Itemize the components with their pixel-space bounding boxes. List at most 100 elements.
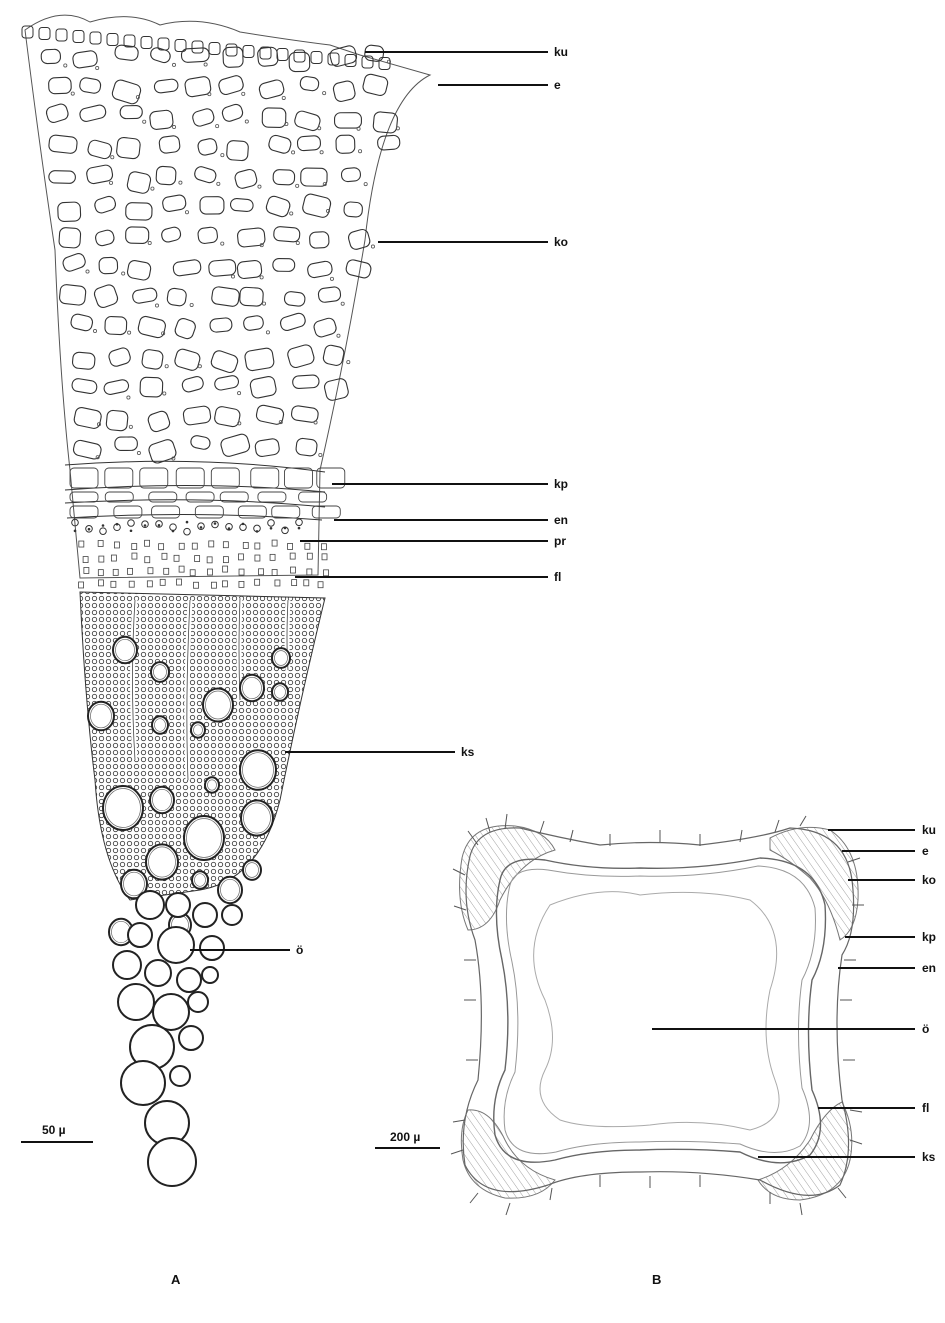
pith-outline xyxy=(534,892,779,1130)
label-a-pr: pr xyxy=(554,534,566,548)
xylem-vessel xyxy=(88,702,114,731)
label-a-fl: fl xyxy=(554,570,561,584)
epidermal-hair xyxy=(550,1188,552,1200)
panel-b-leaders xyxy=(652,830,915,1157)
intercellular-space xyxy=(347,360,350,363)
pericycle-cell-dot xyxy=(228,527,231,530)
xylem-vessel xyxy=(218,877,242,903)
epidermal-hair xyxy=(800,816,806,826)
label-b-fl: fl xyxy=(922,1101,929,1115)
pith-cell xyxy=(145,960,171,986)
panel-b-drawing xyxy=(375,814,915,1215)
pith-cell xyxy=(158,927,194,963)
phloem-cell xyxy=(211,582,216,588)
pith-cell xyxy=(148,1138,196,1186)
intercellular-space xyxy=(371,245,374,248)
phloem-cell xyxy=(292,580,297,586)
panel-letter-a: A xyxy=(171,1272,180,1287)
xylem-vessel xyxy=(240,750,276,790)
pith-cell xyxy=(121,1061,165,1105)
scale-bar-a-text: 50 µ xyxy=(42,1123,66,1137)
phloem-cell xyxy=(98,580,103,586)
epidermal-hair xyxy=(850,1110,862,1112)
label-b-ku: ku xyxy=(922,823,936,837)
pith-cell xyxy=(128,923,152,947)
scale-bar-b-text: 200 µ xyxy=(390,1130,420,1144)
xylem-vessel xyxy=(241,800,273,835)
pericycle-cell-dot xyxy=(270,527,273,530)
pericycle-cell-dot xyxy=(130,529,133,532)
pericycle-cell-dot xyxy=(242,523,245,526)
pith-cell xyxy=(177,968,201,992)
label-a-kp: kp xyxy=(554,477,568,491)
phloem-cell xyxy=(147,581,152,587)
pericycle-cell-dot xyxy=(214,522,217,525)
xylem-vessel xyxy=(240,675,264,701)
label-b-ko: ko xyxy=(922,873,936,887)
cortex-lobe-top-right xyxy=(770,827,858,940)
pericycle-cell-dot xyxy=(158,524,161,527)
label-b-ks: ks xyxy=(922,1150,935,1164)
epidermal-hair xyxy=(838,1188,846,1198)
xylem-vessel xyxy=(184,816,224,860)
phloem-cell xyxy=(222,581,227,587)
label-a-en: en xyxy=(554,513,568,527)
pericycle-cell-dot xyxy=(88,528,91,531)
pericycle-cell-dot xyxy=(298,527,301,530)
phloem-cell xyxy=(111,581,116,587)
label-a-ku: ku xyxy=(554,45,568,59)
pith-cell xyxy=(200,936,224,960)
pith-cell xyxy=(188,992,208,1012)
cortex-lobe-bottom-right xyxy=(758,1102,852,1200)
phloem-cell xyxy=(255,579,260,585)
epidermal-hair xyxy=(775,820,779,832)
pith-cell xyxy=(222,905,242,925)
xylem-vessel xyxy=(146,844,178,879)
pericycle-cell-dot xyxy=(186,521,189,524)
phloem-cell xyxy=(324,570,329,576)
pith-cell xyxy=(179,1026,203,1050)
pith-cell xyxy=(202,967,218,983)
phloem-cell xyxy=(177,579,182,585)
pericycle-cell-dot xyxy=(144,524,147,527)
label-a-ko: ko xyxy=(554,235,568,249)
xylem-vessel xyxy=(113,637,137,663)
label-b-en: en xyxy=(922,961,936,975)
label-b-pith: ö xyxy=(922,1022,929,1036)
endodermis-ring xyxy=(494,858,826,1163)
epidermal-hair xyxy=(740,830,742,842)
phloem-cell xyxy=(193,582,198,588)
pith-cell xyxy=(136,891,164,919)
pith-cell xyxy=(170,1066,190,1086)
epidermal-hair xyxy=(506,1203,510,1215)
label-b-e: e xyxy=(922,844,929,858)
label-a-e: e xyxy=(554,78,561,92)
phloem-cell xyxy=(321,544,326,550)
pith-cell xyxy=(113,951,141,979)
phloem-cell xyxy=(304,580,309,586)
label-a-ks: ks xyxy=(461,745,474,759)
cortex-lobe-top-left xyxy=(460,826,555,930)
xylem-vessel xyxy=(203,689,233,722)
epidermal-hair xyxy=(800,1203,802,1215)
panel-letter-b: B xyxy=(652,1272,661,1287)
pericycle-cell-dot xyxy=(102,524,105,527)
pith-cell xyxy=(153,994,189,1030)
phloem-cell xyxy=(79,582,84,588)
pericycle-cell-dot xyxy=(284,527,287,530)
epidermal-hair xyxy=(451,1150,463,1154)
phloem-cell xyxy=(160,579,165,585)
phloem-cell xyxy=(239,581,244,587)
pith-cell xyxy=(118,984,154,1020)
label-b-kp: kp xyxy=(922,930,936,944)
pericycle-cell-dot xyxy=(74,530,77,533)
pericycle-cell-dot xyxy=(172,530,175,533)
panel-a-drawing xyxy=(21,15,548,1186)
xylem-vessel xyxy=(150,787,174,813)
epidermal-hair xyxy=(540,821,544,833)
phloem-cell xyxy=(129,581,134,587)
pith-cell xyxy=(193,903,217,927)
pericycle-cell-dot xyxy=(200,526,203,529)
